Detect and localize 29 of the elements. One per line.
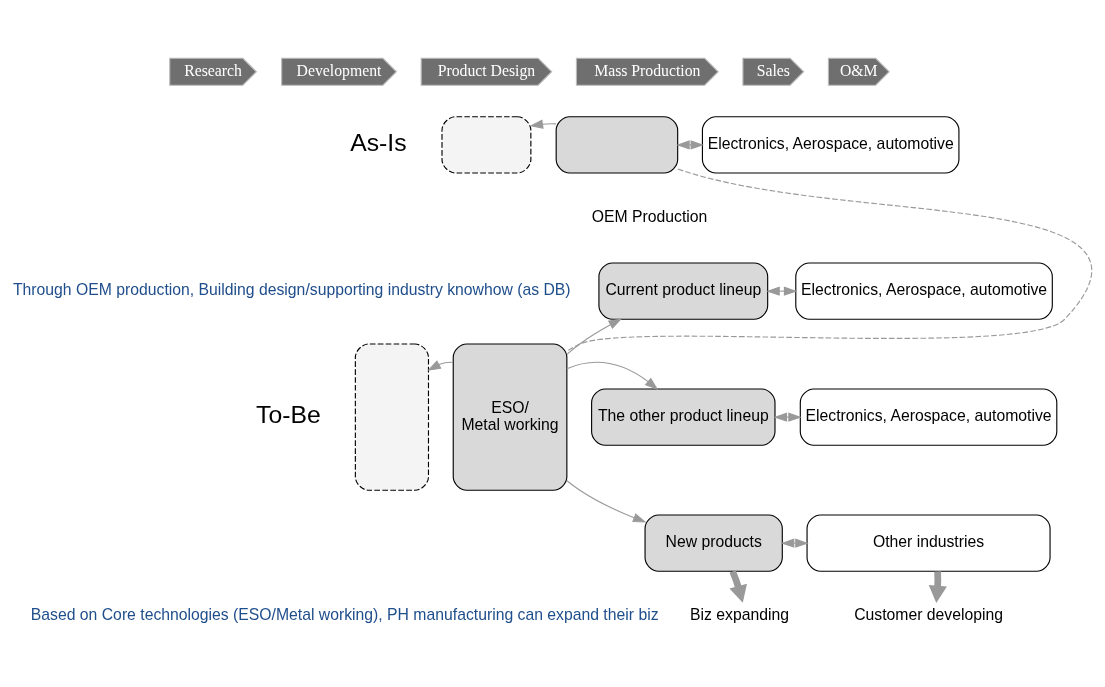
node-box: ESO/ Metal working [452,342,568,491]
arrow [566,479,647,522]
node-label: OEM Production [591,207,708,225]
arrow [566,361,659,390]
arrow [676,139,705,150]
node-box: Electronics, Aerospace, automotive [795,261,1053,320]
node-box: Electronics, Aerospace, automotive [701,115,960,174]
node-box [354,342,430,491]
node-box: Current product lineup [598,261,769,320]
label: Through OEM production, Building design/supporting industry knowhow (as DB) [12,280,571,298]
arrow [780,537,809,548]
arrow [773,411,802,422]
connector [566,168,1093,352]
node-text: Biz expanding [690,605,790,623]
label: As-Is [350,128,407,156]
label: To-Be [256,400,321,428]
arrow [566,318,623,355]
node-box [555,115,679,174]
arrow [529,118,557,129]
arrow [766,285,798,296]
node-box: New products [644,513,783,572]
node-box: Other industries [806,513,1051,572]
node-text: Customer developing [854,605,1003,623]
node-box: Electronics, Aerospace, automotive [799,387,1058,446]
node-box: The other product lineup [591,387,776,446]
node-box [441,115,532,174]
label: Based on Core technologies (ESO/Metal working), PH manufacturing can expand their biz [30,605,659,623]
arrow [427,359,454,371]
arrow [729,569,747,603]
